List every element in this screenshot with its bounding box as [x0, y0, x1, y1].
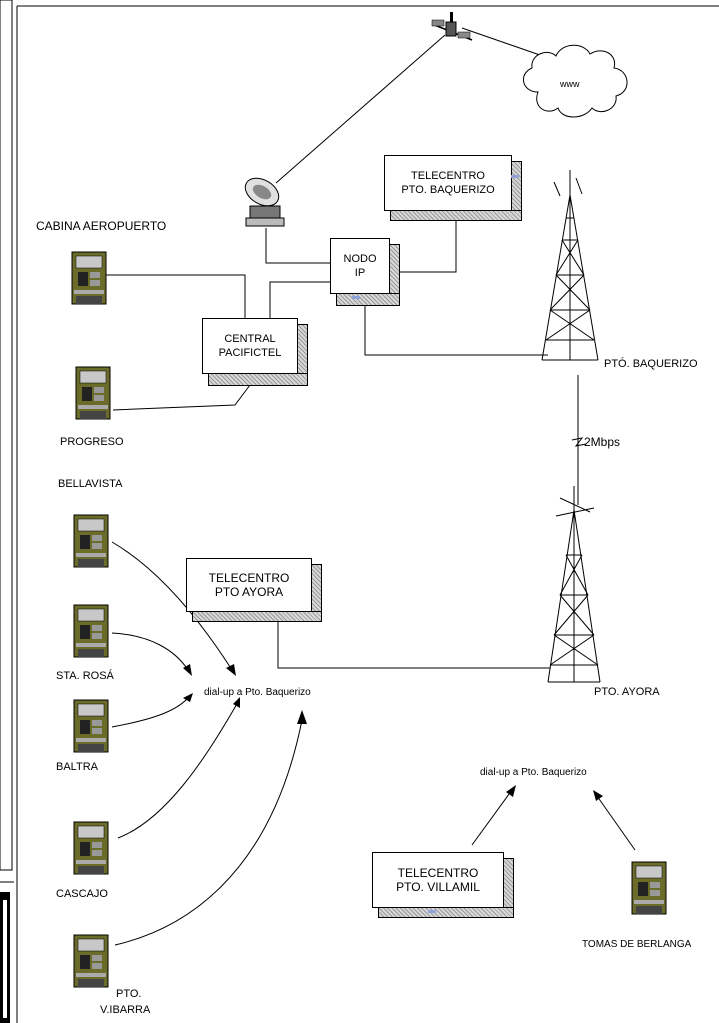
label-dialup-right: dial-up a Pto. Baquerizo: [480, 767, 587, 778]
left-edge-block-inner: [3, 900, 7, 1018]
label-cascajo: CASCAJO: [56, 888, 108, 900]
label-dialup-left: dial-up a Pto. Baquerizo: [204, 687, 311, 698]
label-tomas-de-berlanga: TOMAS DE BERLANGA: [582, 939, 692, 950]
arrow-baltra: [111, 697, 189, 728]
box-line-2: PTO AYORA: [214, 585, 284, 599]
arrowhead-starosa: [183, 664, 192, 676]
internet-cloud-icon: [523, 44, 628, 118]
arrow-villamil: [471, 789, 513, 846]
box-line-2: IP: [354, 267, 366, 279]
label-pto-vibarra-1: PTO.: [116, 988, 142, 1000]
link-aeropuerto-central: [100, 274, 246, 320]
box-face: TELECENTRO PTO. BAQUERIZO: [384, 155, 512, 211]
link-nodo-central: [269, 281, 332, 320]
tower-baquerizo-icon: [541, 170, 599, 361]
kiosk-baltra-icon: [73, 699, 109, 753]
box-telecentro-ayora: TELECENTRO PTO AYORA: [186, 558, 322, 622]
left-edge-frame: [0, 0, 13, 871]
link-nodo-tower: [364, 303, 548, 356]
box-face: CENTRAL PACIFICTEL: [202, 318, 298, 374]
box-face: NODO IP: [330, 238, 390, 294]
link-ayora-tower: [277, 620, 550, 669]
label-cloud: www: [560, 79, 580, 89]
box-line-2: PTO. BAQUERIZO: [401, 184, 495, 196]
arrow-bellavista: [111, 541, 233, 671]
kiosk-aeropuerto-icon: [71, 251, 107, 305]
box-bottom: [378, 907, 514, 918]
kiosk-starosa-icon: [73, 604, 109, 658]
tower-ayora-icon: [547, 486, 601, 683]
box-line-1: TELECENTRO: [397, 866, 479, 880]
box-line-2: PACIFICTEL: [218, 347, 282, 359]
box-nodo-ip: NODO IP: [330, 238, 400, 306]
label-pto-ayora-tower: PTO. AYORA: [594, 686, 660, 698]
box-telecentro-villamil: TELECENTRO PTO. VILLAMIL: [372, 852, 514, 918]
label-pto-baquerizo-tower: PTÓ. BAQUERIZO: [604, 358, 698, 370]
label-sta-rosa: STA. ROSÁ: [56, 670, 114, 682]
kiosk-vibarra-icon: [73, 934, 109, 988]
arrowhead-vibarra: [297, 710, 307, 724]
arrow-starosa: [111, 632, 189, 671]
kiosk-cascajo-icon: [73, 821, 109, 875]
arrowhead-villamil: [506, 785, 516, 797]
link-nodo-telecentro-baquerizo: [396, 210, 457, 273]
label-progreso: PROGRESO: [60, 436, 124, 448]
arrowhead-tomas: [593, 790, 603, 801]
box-face: TELECENTRO PTO AYORA: [186, 558, 312, 612]
link-satellite-dish: [275, 34, 446, 184]
link-progreso-central: [112, 384, 251, 411]
arrowhead-bellavista: [226, 664, 236, 676]
kiosk-bellavista-icon: [73, 514, 109, 568]
label-baltra: BALTRA: [56, 761, 98, 773]
box-bottom: [208, 373, 308, 386]
box-face: TELECENTRO PTO. VILLAMIL: [372, 852, 504, 908]
box-line-2: PTO. VILLAMIL: [396, 880, 480, 894]
box-line-1: NODO: [343, 253, 377, 265]
arrowhead-cascajo: [233, 697, 240, 708]
arrow-cascajo: [117, 701, 239, 839]
satellite-icon: [431, 12, 473, 41]
arrowhead-baltra: [183, 693, 193, 702]
label-cabina-aeropuerto: CABINA AEROPUERTO: [36, 219, 167, 233]
box-bottom: [192, 611, 322, 622]
arrow-tomas: [596, 795, 636, 851]
kiosk-progreso-icon: [75, 366, 111, 420]
box-central-pacifictel: CENTRAL PACIFICTEL: [202, 318, 308, 386]
box-line-1: TELECENTRO: [411, 170, 485, 182]
kiosk-tomas-icon: [631, 861, 667, 915]
led-indicator: [352, 296, 360, 299]
led-indicator: [428, 910, 436, 913]
label-pto-vibarra-2: V.IBARRA: [100, 1004, 151, 1016]
box-bottom: [336, 293, 400, 306]
link-towers-zigzag: [571, 437, 587, 447]
box-line-1: CENTRAL: [224, 333, 276, 345]
arrow-vibarra: [114, 719, 303, 946]
link-dish-nodo: [265, 228, 332, 264]
satellite-dish-icon: [244, 177, 285, 227]
box-bottom: [390, 210, 522, 221]
led-indicator: [511, 175, 519, 178]
box-line-1: TELECENTRO: [208, 571, 290, 585]
label-bellavista: BELLAVISTA: [58, 478, 123, 490]
label-link-speed: 2Mbps: [584, 435, 621, 449]
box-telecentro-baquerizo: TELECENTRO PTO. BAQUERIZO: [384, 155, 522, 221]
